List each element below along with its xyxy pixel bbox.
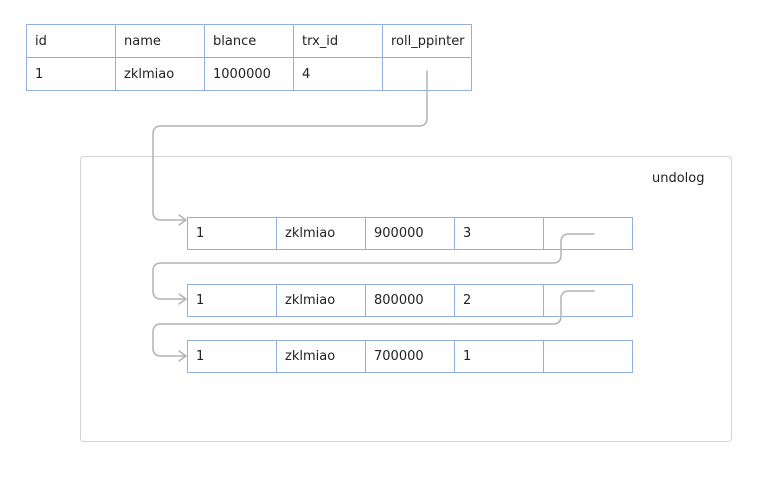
cell-blance: 1000000 bbox=[204, 57, 294, 91]
cell-trx-id: 1 bbox=[454, 340, 544, 373]
cell-trx-id: 4 bbox=[293, 57, 383, 91]
arrow-head-1 bbox=[178, 214, 187, 226]
cell-name: zklmiao bbox=[276, 217, 366, 250]
undolog-record-2: 1 zklmiao 800000 2 bbox=[187, 284, 633, 317]
undolog-label: undolog bbox=[652, 171, 705, 186]
table-row: 1 zklmiao 800000 2 bbox=[187, 284, 633, 317]
cell-name: zklmiao bbox=[115, 57, 205, 91]
roll-pointer-connector-3 bbox=[152, 290, 595, 357]
header-blance: blance bbox=[204, 24, 294, 58]
cell-blance: 800000 bbox=[365, 284, 455, 317]
cell-id: 1 bbox=[26, 57, 116, 91]
cell-id: 1 bbox=[187, 217, 277, 250]
cell-name: zklmiao bbox=[276, 340, 366, 373]
header-name: name bbox=[115, 24, 205, 58]
undolog-record-3: 1 zklmiao 700000 1 bbox=[187, 340, 633, 373]
cell-name: zklmiao bbox=[276, 284, 366, 317]
undolog-container bbox=[80, 156, 732, 442]
table-header-row: id name blance trx_id roll_ppinter bbox=[26, 24, 472, 58]
record-table: id name blance trx_id roll_ppinter 1 zkl… bbox=[26, 24, 472, 91]
arrow-head-3 bbox=[178, 350, 187, 362]
cell-blance: 900000 bbox=[365, 217, 455, 250]
header-roll-ppinter: roll_ppinter bbox=[382, 24, 472, 58]
undolog-record-1: 1 zklmiao 900000 3 bbox=[187, 217, 633, 250]
cell-blance: 700000 bbox=[365, 340, 455, 373]
cell-roll-ppinter bbox=[543, 340, 633, 373]
table-row: 1 zklmiao 700000 1 bbox=[187, 340, 633, 373]
arrow-head-2 bbox=[178, 293, 187, 305]
table-row: 1 zklmiao 900000 3 bbox=[187, 217, 633, 250]
cell-id: 1 bbox=[187, 340, 277, 373]
cell-trx-id: 2 bbox=[454, 284, 544, 317]
header-trx-id: trx_id bbox=[293, 24, 383, 58]
roll-pointer-connector-1 bbox=[152, 70, 428, 221]
roll-pointer-connector-2 bbox=[152, 233, 595, 300]
cell-roll-ppinter bbox=[543, 284, 633, 317]
header-id: id bbox=[26, 24, 116, 58]
